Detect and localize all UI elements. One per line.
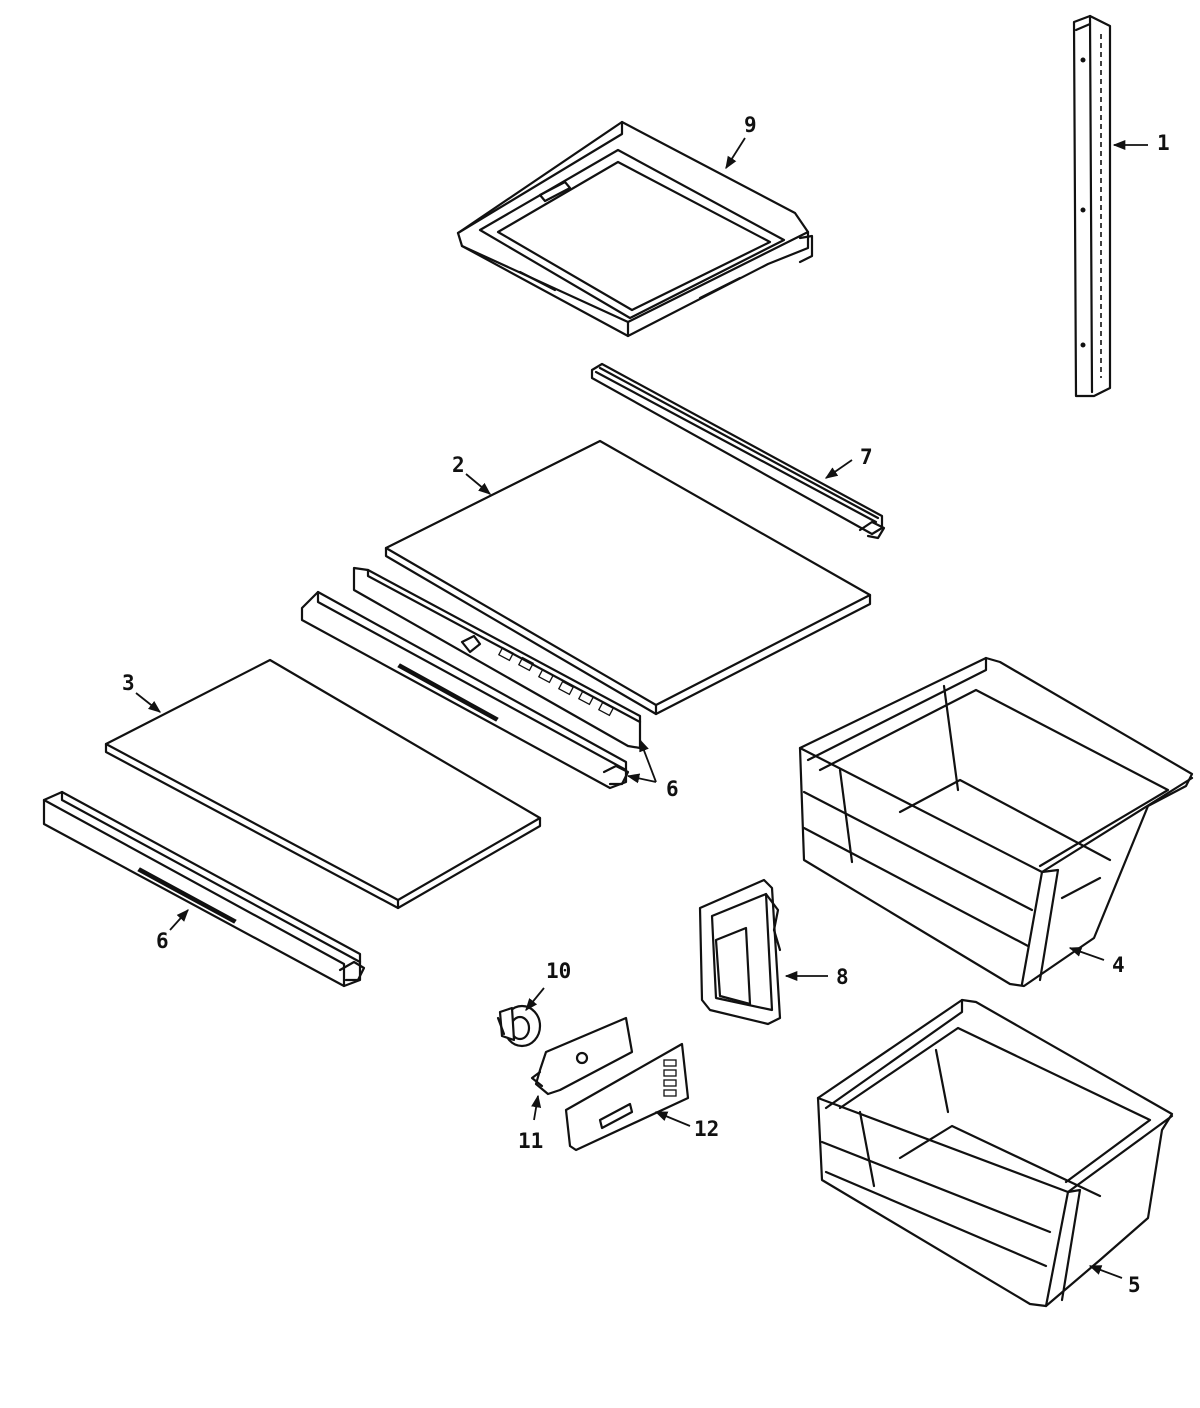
arrow-3 [135,692,161,713]
part-3-glass-shelf-lower [104,658,542,910]
part-6-shelf-rail-lower [42,790,366,988]
callout-1: 1 [1157,131,1170,155]
arrow-6b [169,909,189,931]
part-1-shelf-rail [1072,14,1112,398]
callout-6-upper: 6 [666,777,679,801]
callout-7: 7 [860,445,873,469]
callout-9: 9 [744,113,757,137]
callout-8: 8 [836,965,849,989]
arrow-6a-1 [639,738,657,783]
part-8-control-housing [698,878,782,1026]
arrow-6a-2 [626,773,657,784]
callout-3: 3 [122,671,135,695]
callout-11: 11 [518,1129,543,1153]
arrow-10 [525,987,545,1011]
callout-4: 4 [1112,953,1125,977]
part-4-crisper-drawer [798,656,1194,988]
part-11-control-slide [530,1016,634,1096]
callout-10: 10 [546,959,571,983]
part-5-crisper-drawer [816,998,1174,1308]
part-2-glass-shelf-upper [384,439,872,716]
callout-labels: 1 2 3 4 5 6 6 7 8 9 10 11 12 [122,113,1170,1297]
part-9-shelf-frame [456,120,814,338]
arrow-12 [654,1111,691,1127]
callout-12: 12 [694,1117,719,1141]
callout-5: 5 [1128,1273,1141,1297]
arrow-5 [1088,1265,1123,1279]
callout-2: 2 [452,453,465,477]
arrow-4 [1068,947,1105,961]
callout-arrows [135,137,1148,1279]
arrow-9 [725,137,746,170]
callout-6-lower: 6 [156,929,169,953]
part-10-knob [496,1004,542,1048]
part-6-shelf-rail-upper [300,566,642,790]
arrow-7 [824,459,853,479]
part-12-control-cover [564,1042,690,1152]
arrow-2 [465,473,491,495]
arrow-11 [531,1094,542,1121]
part-7-shelf-trim [590,362,886,540]
